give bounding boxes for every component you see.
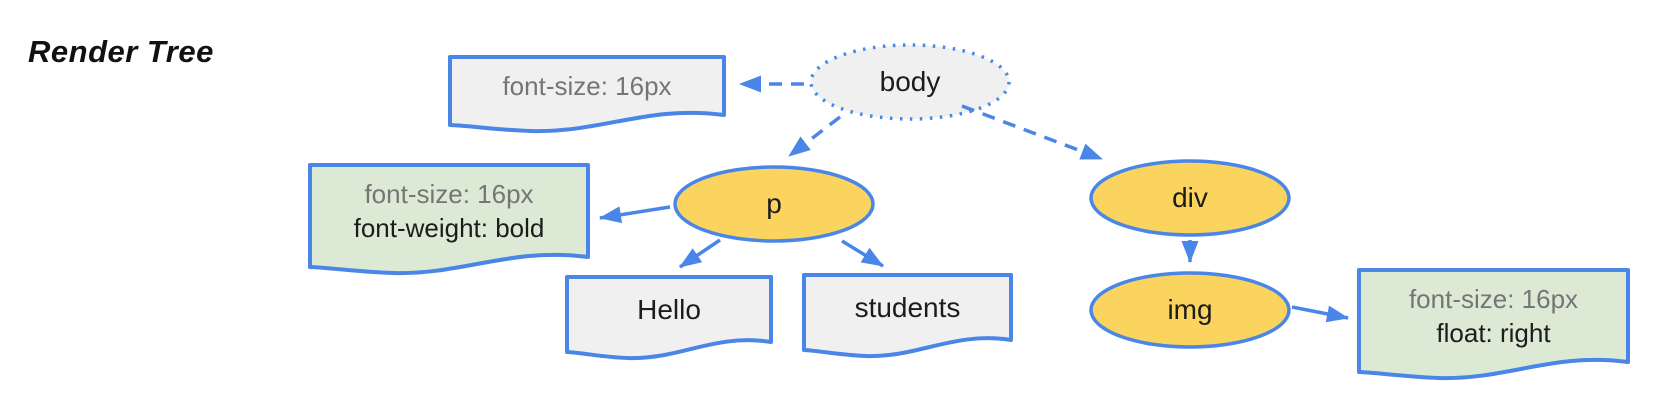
students-text-node: students [802,273,1013,359]
img-node: img [1088,270,1292,350]
edge-body-to-p [787,115,842,158]
document-shape [308,163,590,276]
ellipse-shape [1089,159,1291,237]
ellipse-shape [809,43,1011,121]
style-note-line: font-weight: bold [353,213,545,243]
p-style-note: font-size: 16px font-weight: bold [308,163,590,276]
document-shape [1357,268,1630,381]
div-node: div [1088,158,1292,238]
img-style-note: font-size: 16px float: right [1357,268,1630,381]
hello-text-node: Hello [565,275,773,361]
ellipse-shape [1089,271,1291,349]
edge-p-to-hello [679,238,721,269]
edge-img-to-imgstyle [1291,305,1349,323]
students-text-label: students [854,291,961,323]
document-shape [802,273,1013,359]
document-shape [448,55,726,134]
p-node: p [672,164,876,244]
style-note-line: font-size: 16px [364,179,534,209]
ellipse-shape [673,165,875,243]
img-node-label: img [1167,294,1213,325]
document-shape [565,275,773,361]
style-note-line: float: right [1436,318,1551,348]
div-node-label: div [1172,182,1208,213]
hello-text-label: Hello [637,293,701,325]
body-node: body [808,42,1012,122]
body-style-note: font-size: 16px [448,55,726,134]
diagram-title: Render Tree [28,34,214,69]
body-node-label: body [879,66,941,97]
edge-p-to-students [841,239,884,268]
style-note-line: font-size: 16px [502,71,672,101]
p-node-label: p [766,188,782,219]
edge-p-to-pstyle [599,205,671,224]
style-note-line: font-size: 16px [1408,284,1579,314]
